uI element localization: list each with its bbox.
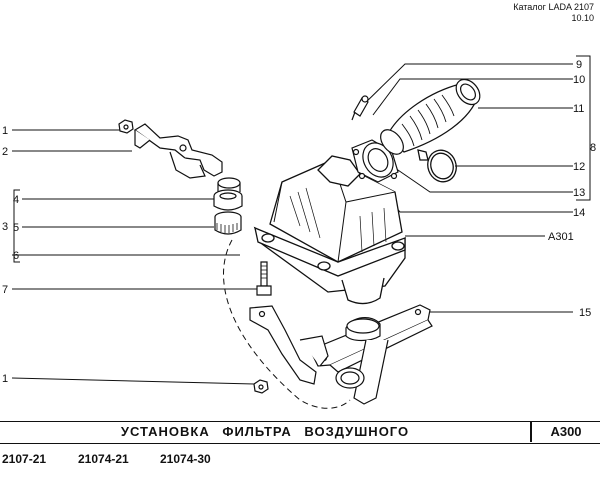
callout-8: 8 [590, 142, 596, 154]
leader-lines-right [359, 55, 591, 313]
exploded-parts-diagram: 1 2 3 4 5 6 7 1 8 9 10 11 12 13 14 A301 … [2, 55, 596, 409]
catalog-date: 10.10 [571, 13, 594, 23]
adapter-flange [351, 139, 399, 183]
screw-part-9 [351, 95, 369, 121]
callout-1-lower: 1 [2, 373, 8, 385]
lower-bracket [249, 305, 329, 385]
title-separator [530, 422, 532, 442]
callout-13: 13 [573, 187, 585, 199]
grommet-part-4 [213, 177, 243, 211]
model-code: 21074-30 [160, 452, 211, 466]
bracket-part-2 [133, 123, 223, 179]
assembly-code: A300 [550, 424, 582, 439]
callout-1: 1 [2, 125, 8, 137]
catalog-header: Каталог LADA 2107 [513, 2, 594, 12]
routing-dashed-line [223, 239, 351, 409]
assembly-title: УСТАНОВКА ФИЛЬТРА ВОЗДУШНОГО [120, 424, 410, 439]
stud-part-7 [256, 261, 272, 296]
callout-3: 3 [2, 221, 8, 233]
callout-15: 15 [579, 307, 591, 319]
callout-11: 11 [573, 103, 584, 115]
nut-part-1-lower [253, 379, 269, 394]
callout-12: 12 [573, 161, 585, 173]
callout-14: 14 [573, 207, 585, 219]
title-bar: УСТАНОВКА ФИЛЬТРА ВОЗДУШНОГО A300 [0, 421, 600, 444]
model-list: 2107-21 21074-21 21074-30 [0, 452, 600, 472]
callout-6: 6 [13, 250, 19, 262]
callout-2: 2 [2, 146, 8, 158]
support-bracket-part-15 [309, 304, 433, 405]
model-code: 2107-21 [2, 452, 47, 466]
callout-9: 9 [576, 59, 582, 71]
model-code: 21074-21 [78, 452, 129, 466]
callout-5: 5 [13, 222, 19, 234]
corrugated-hose-part-11 [380, 78, 481, 155]
leader-lines-left [11, 129, 258, 385]
callout-7: 7 [2, 284, 8, 296]
callout-4: 4 [13, 194, 19, 206]
callout-a301: A301 [548, 231, 574, 243]
sleeve-part-5 [214, 211, 242, 235]
nut-part-1 [118, 119, 134, 134]
callout-10: 10 [573, 74, 585, 86]
hose-clamp-part-12 [417, 149, 457, 183]
